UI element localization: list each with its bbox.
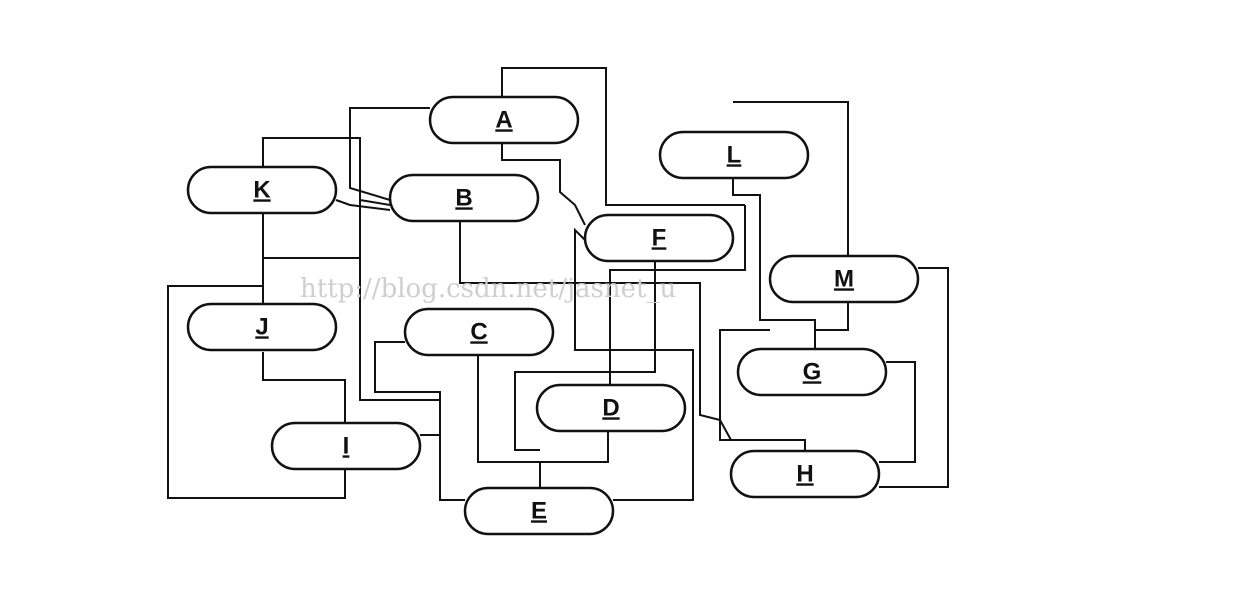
node-label: F [652,224,667,251]
connector-line [540,432,609,463]
node-shape [768,254,920,304]
connector-line [574,227,694,501]
connector-line [609,205,746,385]
node-a: A [428,95,580,145]
node-label: I [343,432,350,459]
node-shape [729,449,881,499]
node-g: G [736,347,888,397]
node-d: D [535,383,687,433]
node-shape [403,307,555,357]
connector-line [262,352,346,423]
connector-line [167,285,346,499]
node-j: J [186,302,338,352]
node-shape [535,383,687,433]
node-label: A [495,106,512,133]
node-shape [428,95,580,145]
nodes: A L K B F M J C G D I H E [186,95,920,536]
node-label: B [455,184,472,211]
node-shape [270,421,422,471]
node-h: H [729,449,881,499]
node-label: M [834,265,854,292]
node-b: B [388,173,540,223]
connector-line [719,329,806,451]
node-shape [658,130,810,180]
node-c: C [403,307,555,357]
node-shape [186,302,338,352]
connector-line [459,221,732,441]
node-shape [186,165,338,215]
node-label: K [253,176,271,203]
node-shape [736,347,888,397]
connector-line [879,267,949,488]
node-l: L [658,130,810,180]
connector-line [335,199,391,211]
node-e: E [463,486,615,536]
node-label: D [602,394,619,421]
node-f: F [583,213,735,263]
connector-line [477,355,541,488]
node-label: J [255,313,268,340]
node-label: H [796,460,813,487]
connector-line [879,361,916,463]
connector-line [514,261,656,451]
connector-line [349,107,430,201]
watermark: http://blog.csdn.net/jasnet_u [300,274,676,304]
node-label: G [803,358,822,385]
connector-line [732,178,816,349]
connector-line [501,143,586,226]
node-label: C [470,318,487,345]
node-label: E [531,497,547,524]
node-m: M [768,254,920,304]
connections [167,67,949,501]
node-i: I [270,421,422,471]
connector-line [733,101,849,331]
node-label: L [727,141,742,168]
node-shape [583,213,735,263]
node-shape [388,173,540,223]
node-k: K [186,165,338,215]
connector-line [262,137,391,206]
connector-line [374,341,465,501]
node-shape [463,486,615,536]
connector-line [501,67,745,206]
